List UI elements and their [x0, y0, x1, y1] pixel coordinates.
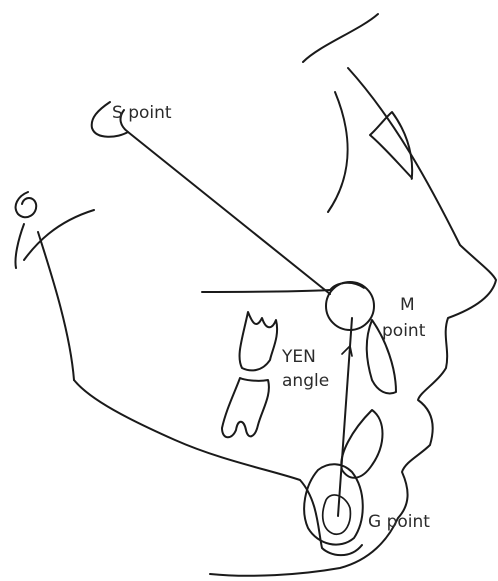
posterior-cranium-line: [24, 210, 94, 260]
label-m-point-line1: M: [400, 295, 415, 315]
label-m-point-line2: point: [382, 321, 426, 341]
label-yen-line2: angle: [282, 371, 329, 391]
s-to-m-line: [128, 132, 330, 294]
label-s-point: S point: [112, 103, 172, 123]
occipital-curve: [38, 232, 74, 380]
palatal-plane: [202, 290, 330, 292]
symphysis-inner: [323, 495, 351, 534]
mandible-outline: [74, 380, 362, 555]
m-point-circle: [326, 282, 374, 330]
molar-tooth: [222, 312, 277, 437]
yen-angle-arrow: [342, 346, 352, 356]
frontal-bone-curve: [328, 92, 348, 212]
label-yen-line1: YEN: [281, 347, 316, 367]
facial-profile-outline: [210, 14, 496, 576]
label-g-point: G point: [368, 512, 430, 532]
